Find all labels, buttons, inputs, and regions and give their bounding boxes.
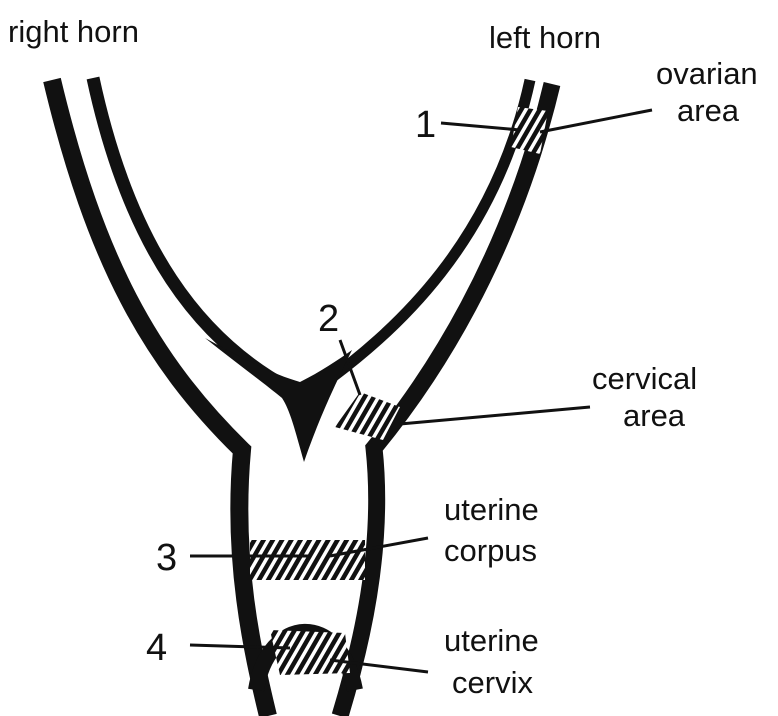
section-number-4: 4	[146, 627, 167, 669]
label-ovarian: ovarian	[656, 56, 758, 91]
section-3-hatch	[250, 540, 365, 580]
leader-line-1	[441, 123, 520, 130]
right-outer-wall	[52, 80, 268, 716]
section-4-hatch	[270, 630, 350, 675]
leader-line-cervical	[400, 407, 590, 424]
label-right-horn: right horn	[8, 14, 139, 49]
label-cervical: cervical	[592, 361, 697, 396]
label-uterine-cervix-1: uterine	[444, 623, 539, 658]
label-uterine-cervix-2: cervix	[452, 665, 533, 700]
section-number-3: 3	[156, 537, 177, 579]
section-number-1: 1	[415, 104, 436, 146]
right-inner-wall	[93, 78, 288, 388]
label-cervical-area: area	[623, 398, 686, 433]
label-left-horn: left horn	[489, 20, 601, 55]
leader-line-ovarian	[540, 110, 652, 132]
label-uterine-corpus-2: corpus	[444, 533, 537, 568]
label-ovarian-area: area	[677, 93, 740, 128]
label-uterine-corpus-1: uterine	[444, 492, 539, 527]
section-number-2: 2	[318, 298, 339, 340]
